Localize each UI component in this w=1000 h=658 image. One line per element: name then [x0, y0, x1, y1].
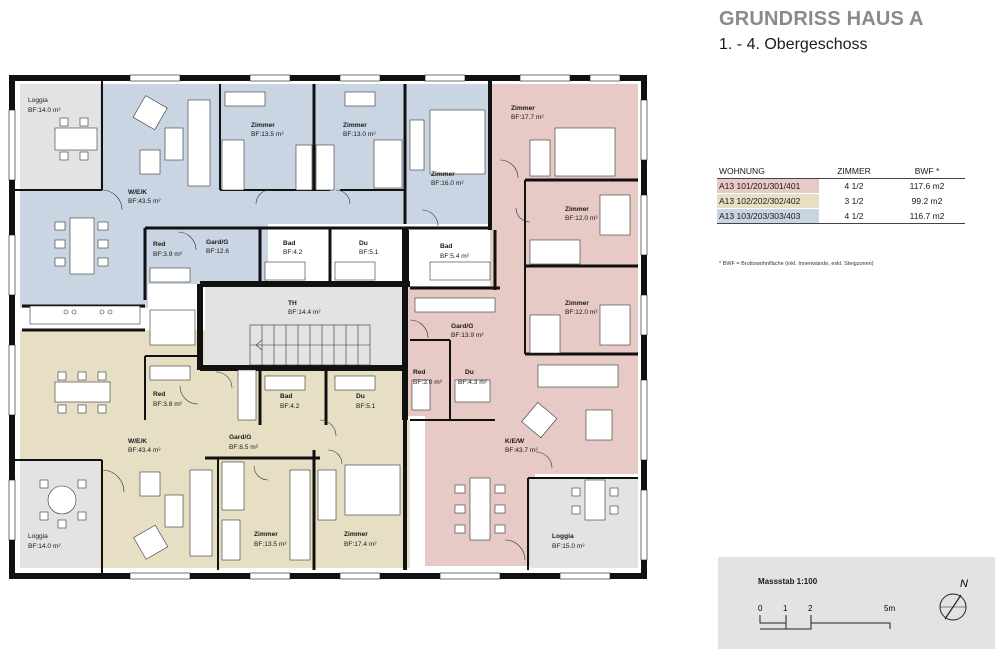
legend-rooms: 3 1/2	[844, 196, 864, 206]
scale-label: Massstab 1:100	[758, 577, 818, 586]
room-area: BF:15.0 m²	[552, 543, 585, 550]
loggia-fills	[20, 84, 638, 568]
room-area: BF:12.0 m²	[565, 309, 598, 316]
room-area: BF:43.4 m²	[128, 447, 161, 454]
room-name: Zimmer	[511, 105, 535, 112]
room-name: Red	[413, 369, 425, 376]
room-area: BF:14.0 m²	[28, 543, 61, 550]
legend-col-unit: WOHNUNG	[719, 166, 765, 176]
legend-row: A13 103/203/303/403 4 1/2 116.7 m2	[717, 209, 965, 224]
room-name: Loggia	[28, 97, 48, 104]
room-name: Gard/G	[451, 323, 473, 330]
room-name: W/E/K	[128, 438, 147, 445]
room-name: Loggia	[552, 533, 574, 540]
north-label: N	[960, 578, 968, 590]
room-area: BF:5.1	[359, 249, 379, 256]
room-name: Red	[153, 391, 165, 398]
room-name: Zimmer	[565, 206, 589, 213]
room-name: Du	[356, 393, 365, 400]
room-name: TH	[288, 300, 297, 307]
room-area: BF:4.2	[283, 249, 303, 256]
room-area: BF:12.0 m²	[565, 215, 598, 222]
room-area: BF:43.5 m²	[128, 198, 161, 205]
room-name: Bad	[280, 393, 292, 400]
room-area: BF:4.3 m²	[458, 379, 488, 386]
room-name: Gard/G	[229, 434, 251, 441]
legend-area: 116.7 m2	[909, 211, 945, 221]
room-area: BF:17.7 m²	[511, 114, 544, 121]
legend-rooms: 4 1/2	[844, 181, 864, 191]
room-area: BF:3.0 m²	[413, 379, 443, 386]
legend-unit: A13 103/203/303/403	[717, 209, 819, 223]
room-name: Loggia	[28, 533, 48, 540]
room-area: BF:14.4 m²	[288, 309, 321, 316]
room-name: Du	[465, 369, 474, 376]
room-name: Bad	[283, 240, 295, 247]
stair-icon	[149, 309, 371, 366]
legend-footnote: * BWF = Bruttowohnfläche (inkl. Innenwän…	[719, 261, 874, 267]
room-name: Bad	[440, 243, 452, 250]
room-area: BF:3.8 m²	[153, 401, 183, 408]
room-name: Zimmer	[565, 300, 589, 307]
stair-core-fill	[205, 286, 405, 366]
legend-unit: A13 101/201/301/401	[717, 179, 819, 193]
unit-legend-table: WOHNUNG ZIMMER BWF * A13 101/201/301/401…	[717, 164, 965, 224]
room-name: W/E/K	[128, 189, 147, 196]
room-name: Zimmer	[344, 531, 368, 538]
room-area: BF:4.2	[280, 403, 300, 410]
room-area: BF:12.6	[206, 248, 229, 255]
door-swings	[101, 159, 553, 561]
room-name: Zimmer	[343, 122, 367, 129]
room-area: BF:5.4 m²	[440, 253, 470, 260]
plan-subtitle: 1. - 4. Obergeschoss	[719, 36, 868, 53]
room-labels: Loggia BF:14.0 m² W/E/K BF:43.5 m² Zimme…	[28, 97, 598, 550]
scale-bar: 0 1 2 5m N	[758, 578, 968, 630]
scale-tick-2: 2	[808, 604, 813, 613]
room-area: BF:17.4 m²	[344, 541, 377, 548]
room-area: BF:3.9 m²	[153, 251, 183, 258]
room-name: Du	[359, 240, 368, 247]
room-area: BF:8.5 m²	[229, 444, 259, 451]
room-name: Zimmer	[251, 122, 275, 129]
north-arrow-icon: N	[939, 578, 968, 621]
room-area: BF:43.7 m²	[505, 447, 538, 454]
room-name: Zimmer	[431, 171, 455, 178]
scale-tick-1: 1	[783, 604, 788, 613]
legend-col-area: BWF *	[914, 166, 940, 176]
room-name: Red	[153, 241, 165, 248]
plan-title: GRUNDRISS HAUS A	[719, 8, 924, 30]
legend-header-row: WOHNUNG ZIMMER BWF *	[717, 164, 965, 179]
room-name: Zimmer	[254, 531, 278, 538]
room-area: BF:13.5 m²	[251, 131, 284, 138]
room-area: BF:13.5 m²	[254, 541, 287, 548]
furniture	[29, 91, 631, 561]
legend-unit: A13 102/202/302/402	[717, 194, 819, 208]
scale-tick-0: 0	[758, 604, 763, 613]
legend-row: A13 102/202/302/402 3 1/2 99.2 m2	[717, 194, 965, 209]
room-area: BF:14.0 m²	[28, 107, 61, 114]
scale-panel: Massstab 1:100 0 1 2 5m N	[718, 557, 995, 649]
room-name: K/E/W	[505, 438, 525, 445]
legend-rooms: 4 1/2	[844, 211, 864, 221]
windows	[8, 74, 648, 580]
scale-tick-5m: 5m	[884, 604, 895, 613]
legend-area: 117.6 m2	[909, 181, 945, 191]
room-area: BF:13.9 m²	[451, 332, 484, 339]
room-area: BF:5.1	[356, 403, 376, 410]
room-area: BF:16.0 m²	[431, 180, 464, 187]
floor-plan: Loggia BF:14.0 m² W/E/K BF:43.5 m² Zimme…	[8, 74, 648, 580]
legend-row: A13 101/201/301/401 4 1/2 117.6 m2	[717, 179, 965, 194]
legend-col-rooms: ZIMMER	[837, 166, 871, 176]
room-area: BF:13.0 m²	[343, 131, 376, 138]
legend-area: 99.2 m2	[911, 196, 943, 206]
room-name: Gard/G	[206, 239, 228, 246]
